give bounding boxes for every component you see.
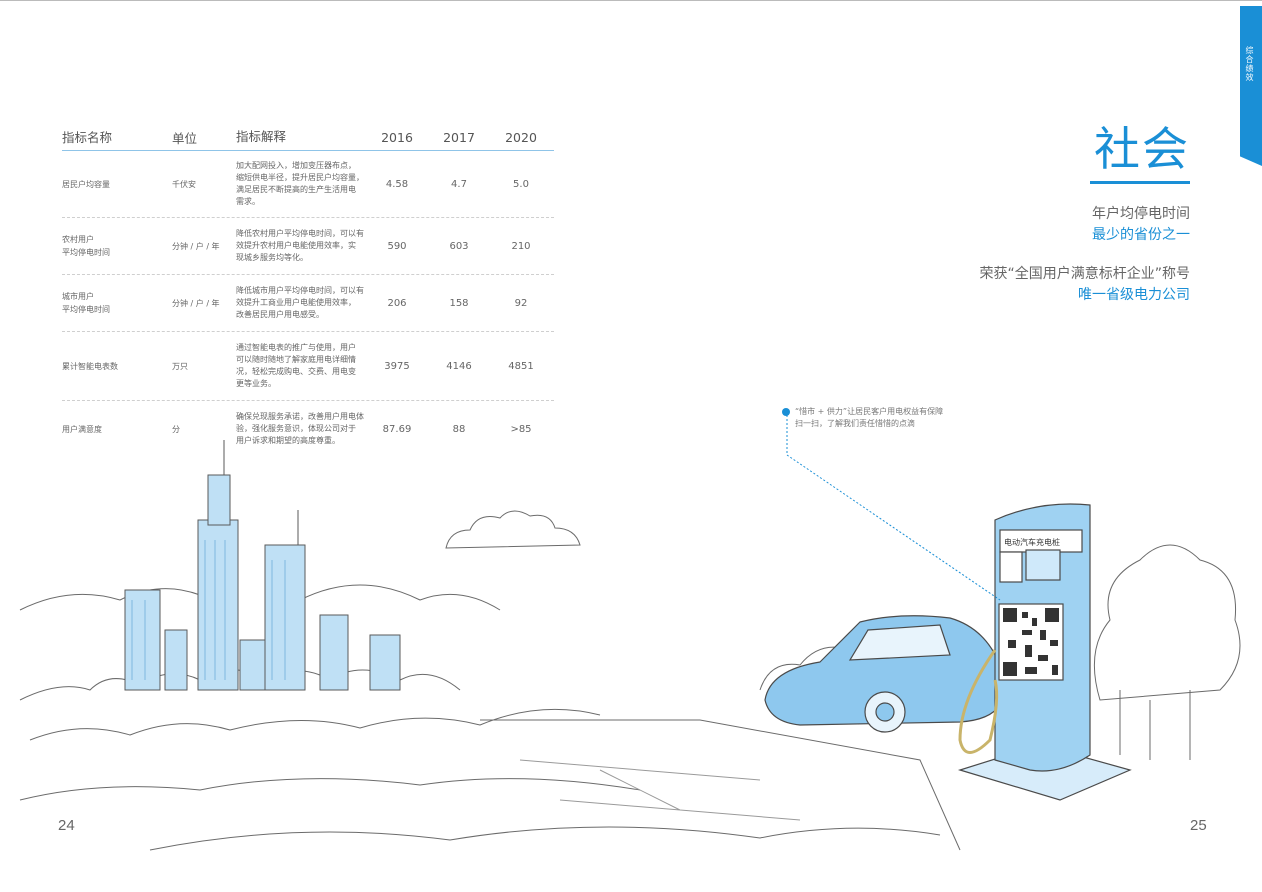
row-2016: 4.58 xyxy=(385,178,409,190)
row-desc: 加大配网投入，增加变压器布点，缩短供电半径，提升居民户均容量，满足居民不断提高的… xyxy=(236,161,364,206)
table-row: 城市用户平均停电时间 分钟 / 户 / 年 降低城市用户平均停电时间，可以有效提… xyxy=(62,275,554,332)
row-2020: >85 xyxy=(510,423,532,435)
row-desc: 确保兑现服务承诺，改善用户用电体验，强化服务意识，体现公司对于用户诉求和期望的高… xyxy=(236,412,364,445)
row-name: 城市用户平均停电时间 xyxy=(62,292,110,314)
row-2017: 603 xyxy=(449,240,469,252)
highlight-award-blue: 唯一省级电力公司 xyxy=(1078,287,1190,303)
header-desc: 指标解释 xyxy=(236,129,287,144)
note-line2: 扫一扫，了解我们责任惜惜的点滴 xyxy=(795,419,915,428)
row-name: 用户满意度 xyxy=(62,424,102,434)
top-rule xyxy=(0,0,1262,1)
highlight-outage: 年户均停电时间 最少的省份之一 xyxy=(1092,204,1190,246)
row-desc: 降低农村用户平均停电时间，可以有效提升农村用户电能使用效率，实现城乡服务均等化。 xyxy=(236,229,364,262)
row-2017: 88 xyxy=(452,423,466,435)
row-2020: 92 xyxy=(514,297,528,309)
section-side-tab[interactable]: 综合绩效 xyxy=(1240,6,1262,166)
table-header: 指标名称 单位 指标解释 2016 2017 2020 xyxy=(62,124,554,151)
row-2016: 206 xyxy=(387,297,407,309)
row-name: 累计智能电表数 xyxy=(62,361,118,371)
highlight-award-gray: 荣获“全国用户满意标杆企业”称号 xyxy=(979,266,1190,282)
header-name: 指标名称 xyxy=(62,129,113,145)
table-row: 用户满意度 分 确保兑现服务承诺，改善用户用电体验，强化服务意识，体现公司对于用… xyxy=(62,401,554,457)
row-2017: 158 xyxy=(449,297,469,309)
header-2017: 2017 xyxy=(443,129,475,145)
table-row: 农村用户平均停电时间 分钟 / 户 / 年 降低农村用户平均停电时间，可以有效提… xyxy=(62,218,554,275)
table-row: 累计智能电表数 万只 通过智能电表的推广与使用，用户可以随时随地了解家庭用电详细… xyxy=(62,332,554,401)
row-2016: 87.69 xyxy=(382,423,412,435)
row-unit: 分钟 / 户 / 年 xyxy=(172,241,220,251)
row-unit: 分钟 / 户 / 年 xyxy=(172,298,220,308)
highlight-award: 荣获“全国用户满意标杆企业”称号 唯一省级电力公司 xyxy=(979,264,1190,306)
row-desc: 降低城市用户平均停电时间，可以有效提升工商业用户电能使用效率，改善居民用户用电感… xyxy=(236,286,364,319)
row-2020: 4851 xyxy=(508,360,534,372)
highlight-outage-blue: 最少的省份之一 xyxy=(1092,227,1190,243)
row-unit: 万只 xyxy=(172,361,188,371)
header-2020: 2020 xyxy=(505,129,537,145)
note-line1: “惜市 + 供力”让居民客户用电权益有保障 xyxy=(795,407,944,416)
section-title: 社会 xyxy=(1094,122,1190,176)
side-tab-label: 综合绩效 xyxy=(1245,46,1254,82)
row-unit: 千伏安 xyxy=(172,179,196,189)
table-row: 居民户均容量 千伏安 加大配网投入，增加变压器布点，缩短供电半径，提升居民户均容… xyxy=(62,151,554,218)
row-2017: 4146 xyxy=(446,360,472,372)
title-underline xyxy=(1090,181,1190,184)
indicator-table: 指标名称 单位 指标解释 2016 2017 2020 居民户均容量 千伏安 加… xyxy=(62,124,554,457)
row-unit: 分 xyxy=(172,424,180,434)
header-unit: 单位 xyxy=(172,130,198,146)
header-2016: 2016 xyxy=(381,129,413,145)
row-2016: 3975 xyxy=(384,360,410,372)
row-2016: 590 xyxy=(387,240,407,252)
row-2017: 4.7 xyxy=(451,178,467,190)
note-dot-icon xyxy=(782,408,790,416)
row-name: 居民户均容量 xyxy=(62,179,110,189)
highlight-outage-gray: 年户均停电时间 xyxy=(1092,206,1190,222)
row-2020: 210 xyxy=(511,240,531,252)
qr-note: “惜市 + 供力”让居民客户用电权益有保障 扫一扫，了解我们责任惜惜的点滴 xyxy=(782,406,943,430)
row-2020: 5.0 xyxy=(513,178,529,190)
page-number-right: 25 xyxy=(1190,817,1207,834)
row-desc: 通过智能电表的推广与使用，用户可以随时随地了解家庭用电详细情况，轻松完成购电、交… xyxy=(236,343,356,388)
charger-sign: 电动汽车充电桩 xyxy=(1004,537,1060,547)
page-number-left: 24 xyxy=(58,817,75,834)
row-name: 农村用户平均停电时间 xyxy=(62,235,110,257)
